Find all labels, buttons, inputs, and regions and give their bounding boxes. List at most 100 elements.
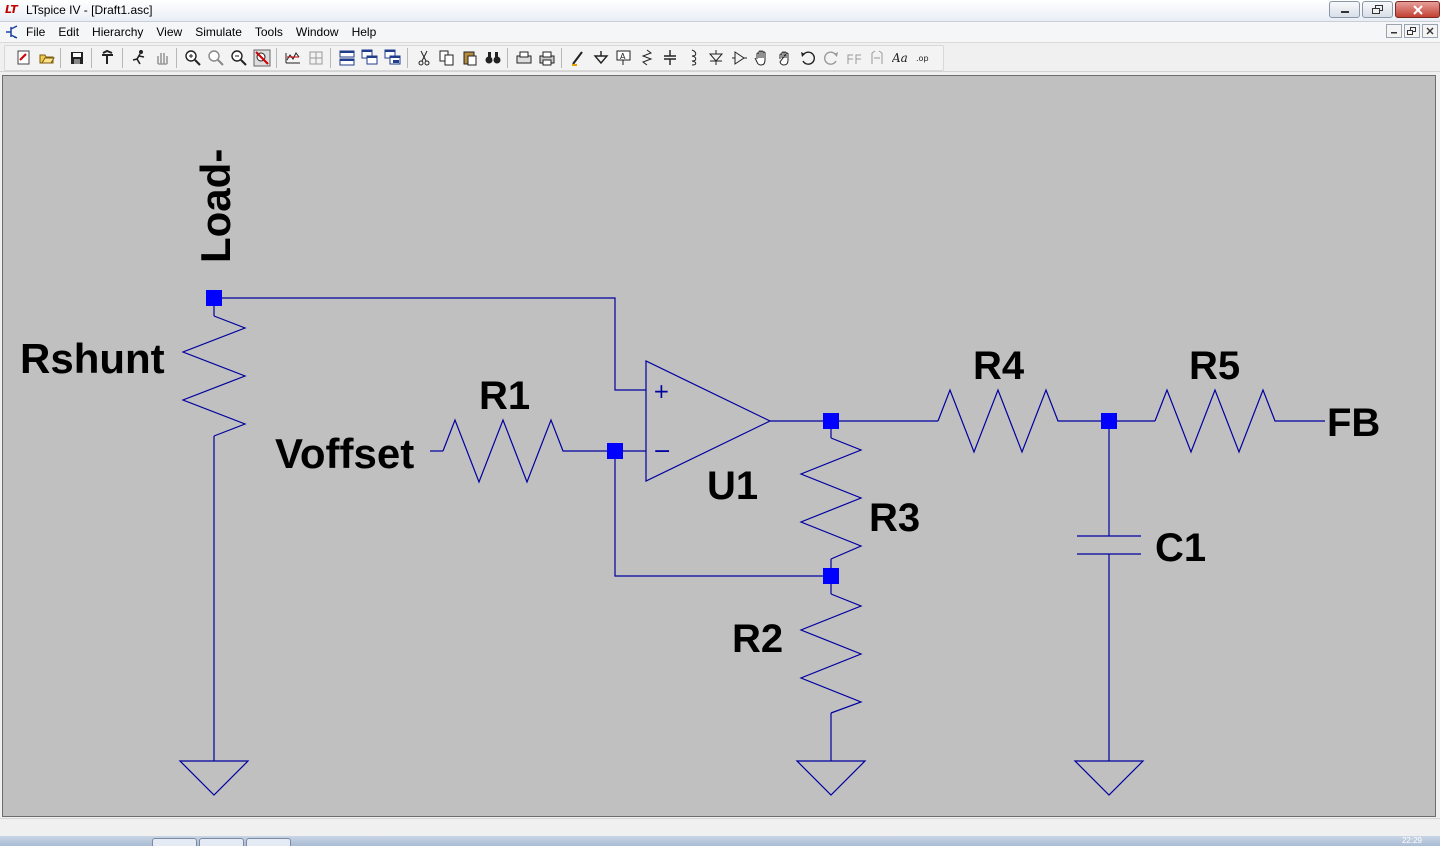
- menu-tools[interactable]: Tools: [254, 25, 283, 39]
- rotate-icon[interactable]: [845, 49, 863, 67]
- zoom-fit-icon[interactable]: [253, 49, 271, 67]
- inductor-icon[interactable]: [684, 49, 702, 67]
- move-icon[interactable]: [753, 49, 771, 67]
- menu-simulate[interactable]: Simulate: [195, 25, 242, 39]
- restore-icon: [1407, 27, 1416, 35]
- resistor-r3[interactable]: [799, 437, 863, 560]
- toolbar: A Aa .op: [0, 43, 1440, 72]
- open-icon[interactable]: [38, 49, 56, 67]
- capacitor-icon[interactable]: [661, 49, 679, 67]
- label-r2[interactable]: R2: [732, 617, 783, 661]
- resistor-rshunt[interactable]: [181, 315, 247, 437]
- label-rshunt[interactable]: Rshunt: [20, 335, 165, 382]
- resistor-r1[interactable]: [442, 418, 570, 484]
- svg-text:Aa: Aa: [892, 51, 908, 65]
- label-c1[interactable]: C1: [1155, 526, 1206, 570]
- tile-horizontal-icon[interactable]: [338, 49, 356, 67]
- autorange-icon[interactable]: [284, 49, 302, 67]
- ground-symbol[interactable]: [178, 760, 250, 796]
- ground-symbol[interactable]: [795, 760, 867, 796]
- resistor-r2[interactable]: [799, 593, 863, 714]
- taskbar-button[interactable]: [246, 838, 291, 846]
- opamp-minus-sign: −: [653, 439, 671, 464]
- menu-file[interactable]: File: [26, 25, 46, 39]
- junction-dot: [1101, 413, 1117, 429]
- paste-icon[interactable]: [461, 49, 479, 67]
- cut-icon[interactable]: [415, 49, 433, 67]
- label-u1[interactable]: U1: [707, 464, 758, 508]
- taskbar-button[interactable]: [199, 838, 244, 846]
- halt-icon[interactable]: [153, 49, 171, 67]
- restore-button[interactable]: [1362, 1, 1393, 18]
- label-net-icon[interactable]: A: [615, 49, 633, 67]
- wires: [213, 297, 1325, 761]
- menu-hierarchy[interactable]: Hierarchy: [92, 25, 144, 39]
- junction-dot: [206, 290, 222, 306]
- status-bar: [0, 818, 1440, 837]
- opamp-u1[interactable]: + −: [645, 360, 772, 482]
- svg-text:.op: .op: [916, 54, 929, 63]
- window-title: LTspice IV - [Draft1.asc]: [26, 3, 153, 17]
- ground-symbol[interactable]: [1073, 760, 1145, 796]
- print-icon[interactable]: [538, 49, 556, 67]
- drag-icon[interactable]: [776, 49, 794, 67]
- copy-icon[interactable]: [438, 49, 456, 67]
- doc-minimize-button[interactable]: [1386, 24, 1402, 38]
- doc-restore-button[interactable]: [1404, 24, 1420, 38]
- zoom-in-icon[interactable]: [184, 49, 202, 67]
- menu-window[interactable]: Window: [295, 25, 339, 39]
- zoom-out-icon[interactable]: [230, 49, 248, 67]
- menu-help[interactable]: Help: [351, 25, 377, 39]
- resistor-r5[interactable]: [1154, 388, 1279, 454]
- toolbar-separator: [60, 48, 61, 68]
- print-setup-icon[interactable]: [515, 49, 533, 67]
- toolbar-separator: [407, 48, 408, 68]
- diode-icon[interactable]: [707, 49, 725, 67]
- toolbar-separator: [507, 48, 508, 68]
- tile-vertical-icon[interactable]: [384, 49, 402, 67]
- close-button[interactable]: [1395, 1, 1440, 18]
- grid-icon[interactable]: [307, 49, 325, 67]
- menu-edit[interactable]: Edit: [58, 25, 80, 39]
- resistor-icon[interactable]: [638, 49, 656, 67]
- menu-view[interactable]: View: [156, 25, 183, 39]
- wire: [214, 297, 646, 391]
- run-icon[interactable]: [130, 49, 148, 67]
- taskbar-button[interactable]: [152, 838, 197, 846]
- save-icon[interactable]: [68, 49, 86, 67]
- label-r4[interactable]: R4: [973, 344, 1025, 388]
- toolbar-separator: [276, 48, 277, 68]
- net-label-voffset[interactable]: Voffset: [275, 430, 414, 477]
- label-r3[interactable]: R3: [869, 496, 920, 540]
- toolbar-separator: [330, 48, 331, 68]
- capacitor-c1[interactable]: [1077, 535, 1141, 555]
- net-label-fb[interactable]: FB: [1327, 401, 1380, 445]
- spice-directive-icon[interactable]: .op: [915, 49, 933, 67]
- text-icon[interactable]: Aa: [892, 49, 910, 67]
- component-icon[interactable]: [730, 49, 748, 67]
- undo-icon[interactable]: [799, 49, 817, 67]
- document-window-controls: [1384, 24, 1438, 38]
- label-r5[interactable]: R5: [1189, 344, 1240, 388]
- schematic-canvas[interactable]: + − Load- Rshunt Voffset R1 U1: [2, 75, 1436, 817]
- cascade-icon[interactable]: [361, 49, 379, 67]
- find-icon[interactable]: [484, 49, 502, 67]
- restore-icon: [1371, 4, 1383, 14]
- zoom-pan-icon[interactable]: [207, 49, 225, 67]
- toolbar-separator: [122, 48, 123, 68]
- schematic-doc-icon[interactable]: [4, 24, 20, 40]
- opamp-plus-sign: +: [653, 379, 670, 403]
- minimize-button[interactable]: [1329, 1, 1360, 18]
- mirror-icon[interactable]: [868, 49, 886, 67]
- tray-clock: 22:29: [1401, 836, 1422, 845]
- wire-icon[interactable]: [569, 49, 587, 67]
- doc-close-button[interactable]: [1422, 24, 1438, 38]
- net-label-load[interactable]: Load-: [192, 149, 239, 263]
- control-panel-icon[interactable]: [99, 49, 117, 67]
- minimize-icon: [1391, 32, 1397, 34]
- label-r1[interactable]: R1: [479, 374, 530, 418]
- new-schematic-icon[interactable]: [15, 49, 33, 67]
- redo-icon[interactable]: [822, 49, 840, 67]
- resistor-r4[interactable]: [937, 388, 1063, 454]
- ground-icon[interactable]: [592, 49, 610, 67]
